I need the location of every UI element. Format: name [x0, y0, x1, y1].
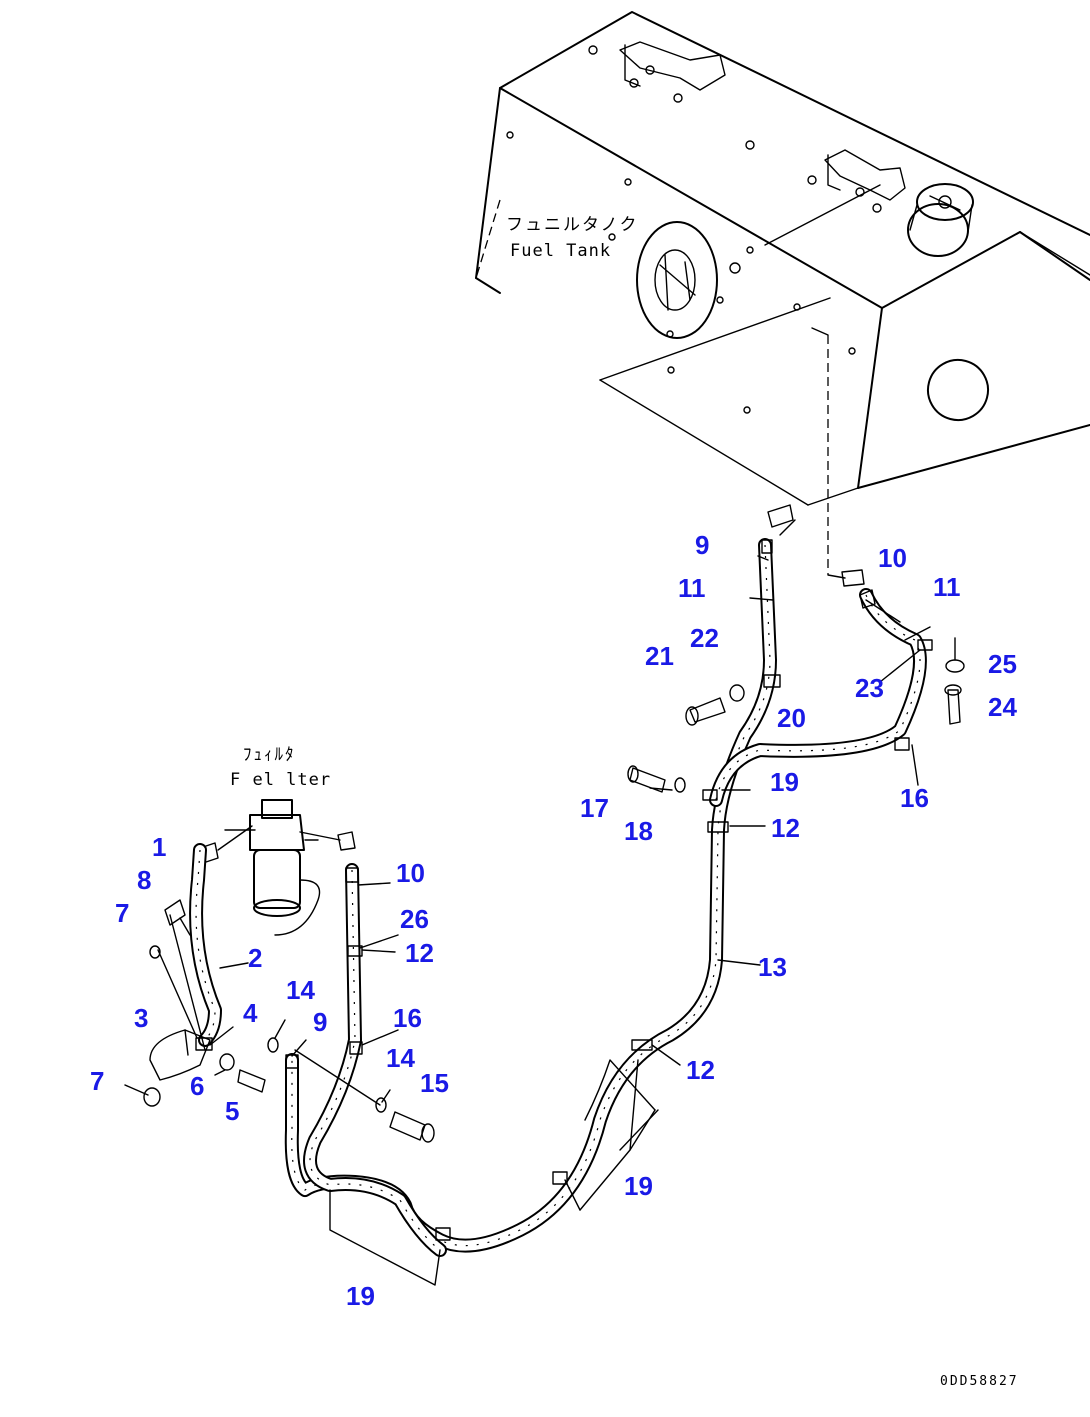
callout-21: 21 — [645, 641, 674, 671]
callout-11a: 11 — [678, 573, 706, 603]
callout-10a: 10 — [878, 543, 907, 573]
callout-5: 5 — [225, 1096, 239, 1126]
callout-24: 24 — [988, 692, 1017, 722]
callout-14b: 14 — [386, 1043, 415, 1073]
callout-25: 25 — [988, 649, 1017, 679]
fuel-tank-label: フュニルタノク Fuel Tank — [506, 215, 639, 261]
fuel-tank-label-en: Fuel Tank — [510, 241, 611, 261]
hardware — [143, 659, 965, 1143]
callout-19b: 19 — [624, 1171, 653, 1201]
callout-4: 4 — [243, 998, 258, 1028]
fuel-tank-label-jp: フュニルタノク — [506, 215, 639, 235]
fuel-filter-label-en: F el lter — [230, 770, 331, 790]
filler-cap — [907, 183, 974, 257]
callout-13: 13 — [758, 952, 787, 982]
callout-3: 3 — [134, 1003, 148, 1033]
callout-17: 17 — [580, 793, 609, 823]
fuel-level-sender — [636, 221, 754, 339]
fuel-tank — [475, 11, 1090, 506]
callout-7a: 7 — [115, 898, 129, 928]
callout-12c: 12 — [686, 1055, 715, 1085]
callout-20: 20 — [777, 703, 806, 733]
callout-12b: 12 — [405, 938, 434, 968]
callout-7b: 7 — [90, 1066, 104, 1096]
callout-14a: 14 — [286, 975, 315, 1005]
hose-clamps — [347, 639, 933, 1241]
callout-6: 6 — [190, 1071, 204, 1101]
callout-15: 15 — [420, 1068, 449, 1098]
callout-2: 2 — [248, 943, 262, 973]
callout-12a: 12 — [771, 813, 800, 843]
callout-26: 26 — [400, 904, 429, 934]
callout-19a: 19 — [770, 767, 799, 797]
hose-return-line — [709, 588, 927, 807]
callout-9b: 9 — [313, 1007, 327, 1037]
hose-filter-inlet — [189, 843, 222, 1047]
leader-lines — [124, 327, 956, 1286]
callout-11b: 11 — [933, 572, 961, 602]
callout-1: 1 — [152, 832, 166, 862]
callout-10b: 10 — [396, 858, 425, 888]
hose-filter-return — [303, 863, 447, 1257]
callout-22: 22 — [690, 623, 719, 653]
callout-23: 23 — [855, 673, 884, 703]
callout-18: 18 — [624, 816, 653, 846]
callouts: 1 2 3 4 5 6 7 7 8 9 9 10 10 11 11 12 12 … — [90, 530, 1017, 1311]
fuel-filter-label-jp: ﾌｭｨﾙﾀ — [243, 745, 296, 765]
callout-9a: 9 — [695, 530, 709, 560]
fuel-filter-label: ﾌｭｨﾙﾀ F el lter — [230, 745, 331, 790]
callout-16a: 16 — [393, 1003, 422, 1033]
callout-19c: 19 — [346, 1281, 375, 1311]
fuel-filter — [199, 799, 356, 936]
hose-fittings — [285, 504, 876, 1069]
callout-8: 8 — [137, 865, 151, 895]
callout-16b: 16 — [900, 783, 929, 813]
document-number: 0DD58827 — [940, 1374, 1019, 1389]
